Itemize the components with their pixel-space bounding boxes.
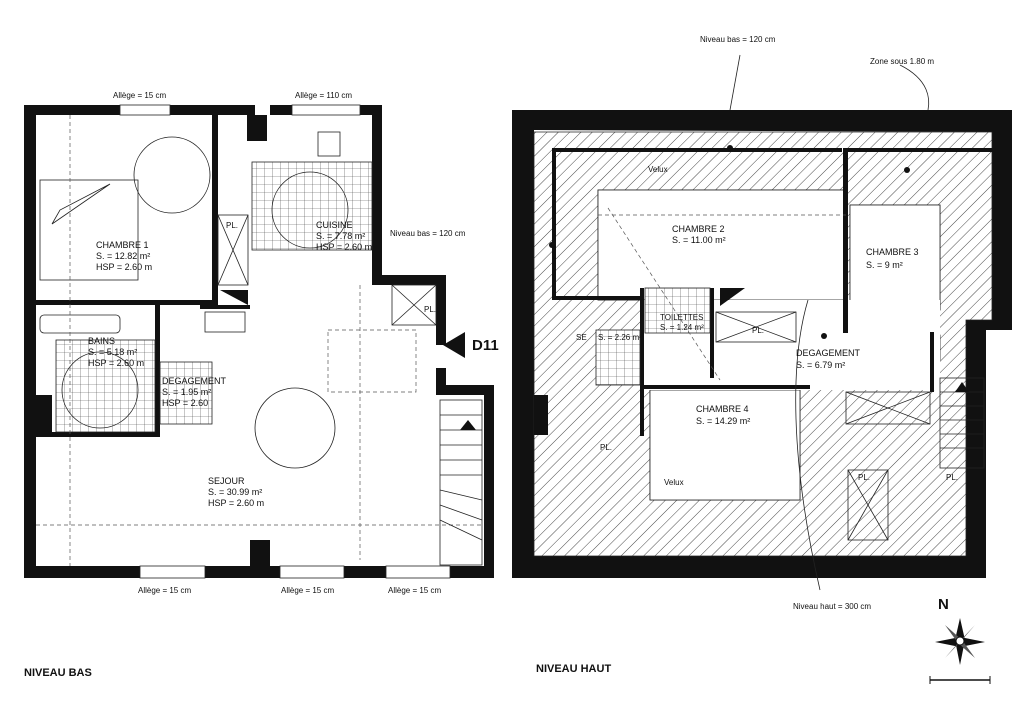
low-level-plan [24, 104, 494, 579]
toilettes-name: TOILETTES [660, 313, 703, 322]
high-zone-sous: Zone sous 1.80 m [870, 57, 934, 66]
kitchen-tiles [251, 161, 373, 251]
high-niveau-bas-top: Niveau bas = 120 cm [700, 35, 776, 44]
unit-label: D11 [472, 337, 499, 354]
low-allege-bottom-2: Allège = 15 cm [281, 586, 334, 595]
cuisine-name: CUISINE [316, 220, 353, 230]
low-pillar-left [36, 395, 52, 435]
compass-north-label: N [938, 596, 949, 613]
chambre1-area: S. = 12.82 m² [96, 251, 150, 261]
low-pillar-bottom [250, 540, 270, 566]
kitchen-sink [317, 131, 341, 157]
chambre3-name: CHAMBRE 3 [866, 247, 919, 257]
low-allege-bottom-3: Allège = 15 cm [388, 586, 441, 595]
low-storage [204, 214, 437, 333]
low-outer-wall [24, 105, 494, 578]
low-dashed-lines [36, 115, 484, 566]
high-level-labels: Niveau bas = 120 cm Zone sous 1.80 m Niv… [536, 35, 958, 675]
low-allege-top-left: Allège = 15 cm [113, 91, 166, 100]
low-turning-circles [61, 136, 349, 469]
marker-dot-1 [727, 145, 733, 151]
high-dashed-lines [598, 54, 930, 591]
shower-tiles [595, 329, 641, 386]
low-pillar-top [247, 115, 267, 141]
low-level-labels: Allège = 15 cm Allège = 110 cm Allège = … [24, 91, 499, 679]
chambre1-name: CHAMBRE 1 [96, 240, 149, 250]
sejour-hsp: HSP = 2.60 m [208, 498, 264, 508]
toilettes-area: S. = 1.24 m² [660, 323, 704, 332]
high-stairs [939, 377, 985, 469]
chambre2-area: S. = 11.00 m² [672, 235, 726, 245]
bains-name: BAINS [88, 336, 115, 346]
chambre1-hsp: HSP = 2.60 m [96, 262, 152, 272]
low-pl-1: PL. [226, 221, 238, 230]
high-storage [715, 288, 931, 541]
high-velux-1: Velux [648, 165, 668, 174]
marker-dot-2 [904, 167, 910, 173]
se-name: SE [576, 333, 587, 342]
degagement-low-hsp: HSP = 2.60 [162, 398, 208, 408]
toilets-tiles [644, 287, 711, 334]
high-level-plan [512, 54, 1012, 591]
low-stairs [439, 399, 483, 566]
bed-chambre1 [39, 179, 139, 281]
bath-tub [39, 314, 121, 334]
low-allege-top-right: Allège = 110 cm [295, 91, 352, 100]
bains-area: S. = 5.18 m² [88, 347, 137, 357]
chambre3-area: S. = 9 m² [866, 260, 903, 270]
low-allege-bottom-1: Allège = 15 cm [138, 586, 191, 595]
chambre4-name: CHAMBRE 4 [696, 404, 749, 414]
low-interior-walls [36, 115, 250, 437]
low-pl-2: PL. [424, 305, 436, 314]
high-pl-2: PL. [600, 443, 612, 452]
sejour-area: S. = 30.99 m² [208, 487, 262, 497]
se-area: S. = 2.26 m² [598, 333, 642, 342]
high-pl-1: PL. [752, 326, 764, 335]
hall-tiles [159, 361, 213, 425]
degagement-low-area: S. = 1.95 m² [162, 387, 211, 397]
marker-dot-4 [549, 242, 555, 248]
degagement-high-area: S. = 6.79 m² [796, 360, 845, 370]
marker-dot-3 [821, 333, 827, 339]
level-high-title: NIVEAU HAUT [536, 663, 611, 675]
compass-icon: N [929, 596, 991, 684]
high-pl-3: PL. [858, 473, 870, 482]
high-velux-2: Velux [664, 478, 684, 487]
degagement-high-name: DEGAGEMENT [796, 348, 861, 358]
cuisine-hsp: HSP = 2.60 m [316, 242, 372, 252]
degagement-low-name: DEGAGEMENT [162, 376, 227, 386]
high-interior-walls [534, 148, 993, 436]
sejour-name: SEJOUR [208, 476, 245, 486]
chambre4-area: S. = 14.29 m² [696, 416, 750, 426]
high-niveau-haut: Niveau haut = 300 cm [793, 602, 871, 611]
bains-hsp: HSP = 2.60 m [88, 358, 144, 368]
entry-arrow-icon [443, 332, 465, 358]
cuisine-area: S. = 7.78 m² [316, 231, 365, 241]
low-niveau-bas: Niveau bas = 120 cm [390, 229, 466, 238]
chambre2-name: CHAMBRE 2 [672, 224, 725, 234]
low-windows [119, 104, 451, 579]
level-low-title: NIVEAU BAS [24, 667, 92, 679]
high-pl-4: PL. [946, 473, 958, 482]
